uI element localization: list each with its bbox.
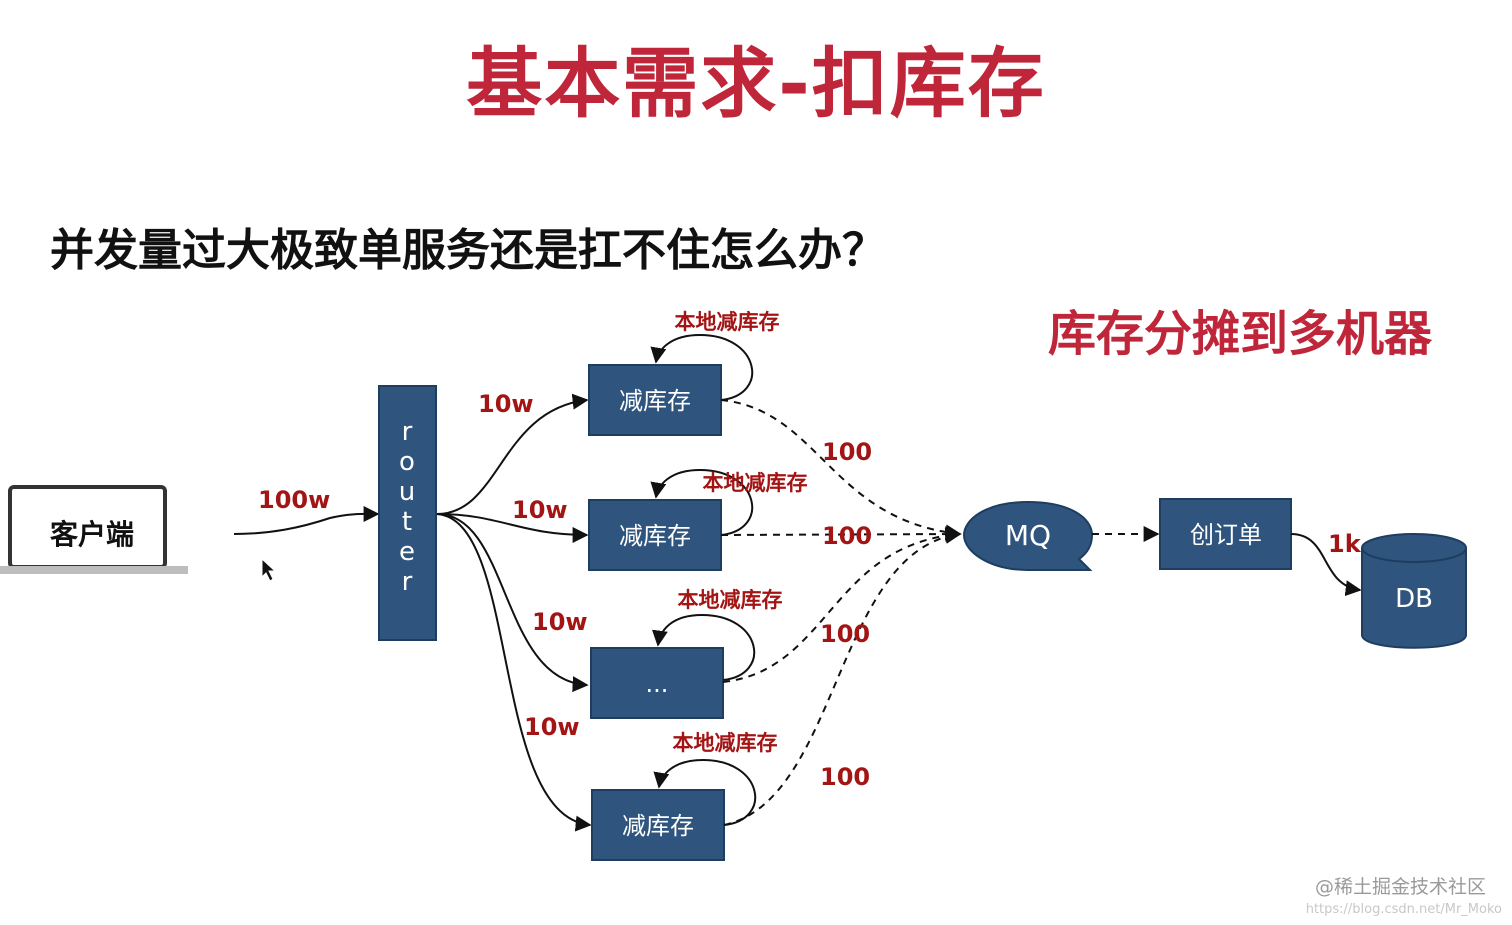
watermark-url: https://blog.csdn.net/Mr_Moko — [1305, 902, 1502, 917]
edge-label-1k: 1k — [1328, 530, 1362, 558]
db-cylinder-icon: DB — [1361, 533, 1467, 649]
stock-node-3: ... — [590, 647, 724, 719]
mq-node: MQ — [962, 500, 1094, 571]
self-loop-1 — [650, 333, 754, 401]
edge-client-router — [233, 505, 380, 535]
stock-node-4: 减库存 — [591, 789, 725, 861]
self-loop-label-1: 本地减库存 — [675, 310, 780, 334]
edge-label-100-1: 100 — [822, 438, 872, 466]
self-loop-label-3: 本地减库存 — [678, 588, 783, 612]
self-loop-2 — [650, 468, 754, 536]
edge-label-100-4: 100 — [820, 763, 870, 791]
subtitle-text: 库存分摊到多机器 — [1048, 306, 1433, 362]
router-letter: r — [402, 567, 413, 597]
question-text: 并发量过大极致单服务还是扛不住怎么办？ — [50, 225, 886, 276]
mouse-cursor-icon — [261, 557, 277, 582]
router-letter: r — [402, 417, 413, 447]
self-loop-3 — [651, 613, 756, 681]
router-letter: e — [399, 537, 415, 567]
mq-label: MQ — [1005, 519, 1051, 552]
edge-label-10w-2: 10w — [512, 496, 568, 524]
self-loop-label-2: 本地减库存 — [703, 471, 808, 495]
client-laptop-icon: 客户端 — [0, 485, 188, 574]
edge-node1-mq — [720, 399, 962, 541]
self-loop-label-4: 本地减库存 — [673, 731, 778, 755]
edge-order-db — [1290, 533, 1362, 597]
edge-label-100w: 100w — [258, 486, 330, 514]
stock-node-4-label: 减库存 — [622, 812, 694, 840]
router-letter: o — [399, 447, 415, 477]
stock-node-2-label: 减库存 — [619, 522, 691, 550]
edge-label-100-2: 100 — [822, 522, 872, 550]
edge-node2-mq — [720, 526, 962, 543]
edge-label-100-3: 100 — [820, 620, 870, 648]
edge-label-10w-3: 10w — [532, 608, 588, 636]
router-letter: t — [402, 507, 412, 537]
create-order-node: 创订单 — [1159, 498, 1292, 570]
edge-router-node2 — [436, 513, 589, 543]
edge-label-10w-4: 10w — [524, 713, 580, 741]
self-loop-4 — [653, 758, 757, 826]
slide-title: 基本需求-扣库存 — [466, 39, 1046, 128]
edge-router-node3 — [436, 513, 589, 693]
edge-node4-mq — [723, 527, 962, 826]
stock-node-1-label: 减库存 — [619, 387, 691, 415]
edge-node3-mq — [722, 527, 962, 683]
edge-router-node4 — [436, 513, 592, 832]
router-letter: u — [399, 477, 415, 507]
stock-node-2: 减库存 — [588, 499, 722, 571]
watermark-text: @稀土掘金技术社区 — [1314, 876, 1486, 898]
edge-label-10w-1: 10w — [478, 390, 534, 418]
db-label: DB — [1395, 584, 1433, 614]
stock-node-1: 减库存 — [588, 364, 722, 436]
client-label: 客户端 — [50, 518, 134, 551]
create-order-label: 创订单 — [1190, 521, 1262, 549]
edge-router-node1 — [436, 393, 589, 515]
stock-node-3-label: ... — [646, 670, 669, 698]
